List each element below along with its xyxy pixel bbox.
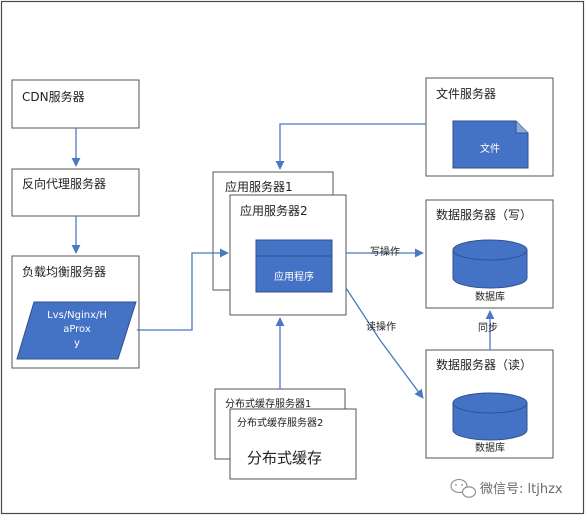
db-read-cylinder xyxy=(452,402,528,441)
db-write-cylinder-label: 数据库 xyxy=(475,290,505,303)
db-write-cylinder xyxy=(452,249,528,289)
reverse-proxy-label: 反向代理服务器 xyxy=(22,176,106,191)
db-read-cylinder-label: 数据库 xyxy=(475,441,505,454)
cache-server-1-label: 分布式缓存服务器1 xyxy=(225,397,311,410)
file-server-label: 文件服务器 xyxy=(436,86,496,101)
write-op-label: 写操作 xyxy=(370,245,400,258)
reverse-proxy-node: 反向代理服务器 xyxy=(11,168,140,217)
lb-software-line-3: y xyxy=(74,338,80,349)
db-read-node: 数据服务器（读） 数据库 xyxy=(425,349,554,459)
lb-software-line-1: Lvs/Nginx/H xyxy=(47,310,107,321)
file-document-label: 文件 xyxy=(480,142,500,155)
cdn-server-label: CDN服务器 xyxy=(22,89,85,104)
db-write-node: 数据服务器（写） 数据库 xyxy=(425,199,554,309)
watermark-text: 微信号: ltjhzx xyxy=(480,482,563,497)
cache-server-2-label: 分布式缓存服务器2 xyxy=(237,416,323,429)
cache-server-2-node: 分布式缓存服务器2 分布式缓存 xyxy=(229,408,357,480)
app-program-block xyxy=(255,239,333,293)
load-balancer-label: 负载均衡服务器 xyxy=(22,264,106,279)
app-server-2-label: 应用服务器2 xyxy=(240,203,308,218)
read-op-label: 读操作 xyxy=(366,320,396,333)
app-server-1-label: 应用服务器1 xyxy=(225,179,293,194)
db-write-label: 数据服务器（写） xyxy=(436,207,532,222)
file-document-icon xyxy=(452,120,529,169)
file-server-node: 文件服务器 文件 xyxy=(425,77,554,177)
arrow-read-op xyxy=(345,287,424,399)
wechat-icon xyxy=(450,478,477,498)
app-program-label: 应用程序 xyxy=(274,270,314,283)
lb-software-shape xyxy=(16,301,137,360)
cdn-server-node: CDN服务器 xyxy=(11,79,140,129)
arrow-lb-to-app xyxy=(137,248,229,331)
distributed-cache-label: 分布式缓存 xyxy=(247,449,322,467)
sync-label: 同步 xyxy=(478,322,498,334)
load-balancer-node: 负载均衡服务器 Lvs/Nginx/H aProx y xyxy=(11,255,140,369)
arrow-file-to-app xyxy=(275,123,426,170)
wechat-watermark: 微信号: ltjhzx xyxy=(450,478,563,498)
lb-software-line-2: aProx xyxy=(63,324,91,335)
db-read-label: 数据服务器（读） xyxy=(436,357,532,372)
app-server-2-node: 应用服务器2 应用程序 xyxy=(229,194,347,316)
